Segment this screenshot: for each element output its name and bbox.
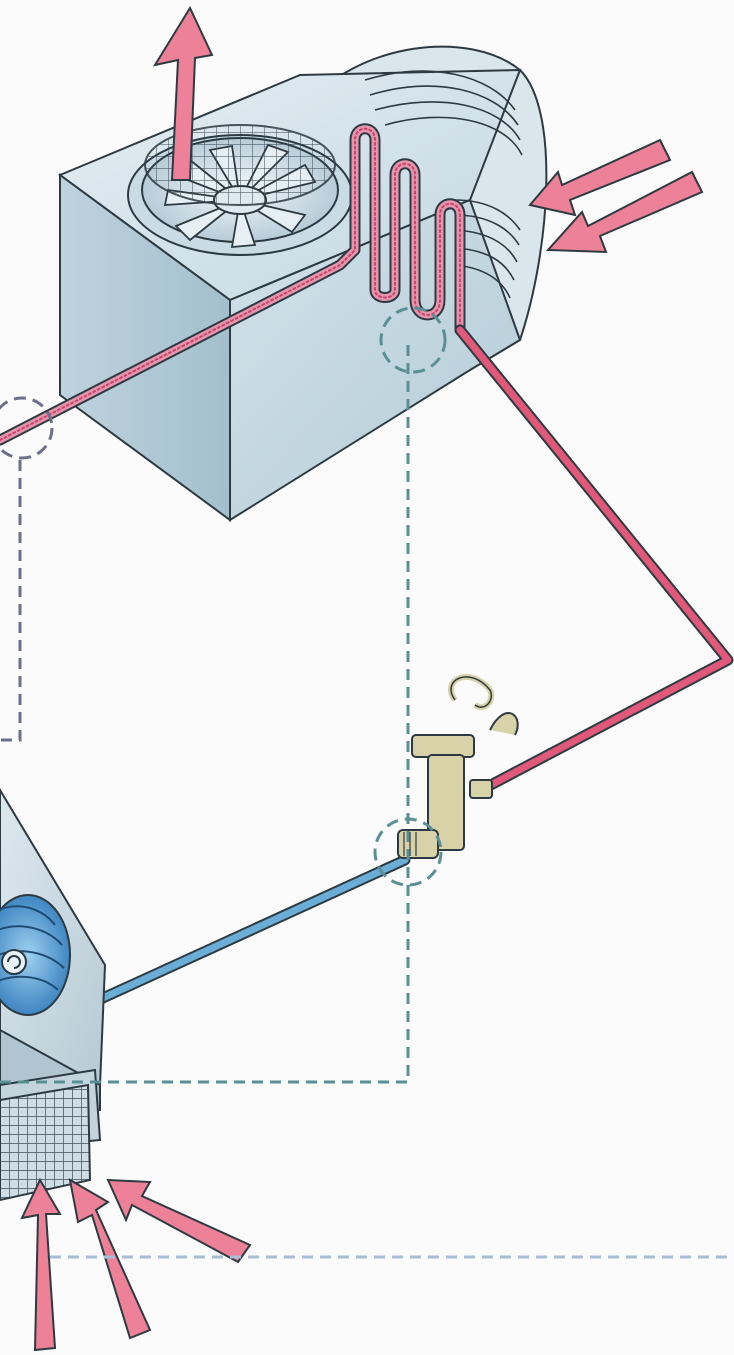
condenser-coil <box>0 123 466 446</box>
condenser-fan <box>127 124 353 256</box>
detail-connectors <box>0 345 734 1259</box>
condenser-intake-arrows <box>528 138 704 254</box>
detail-marker-condenser-coil <box>379 306 447 374</box>
liquid-line <box>454 324 734 794</box>
evaporator-blower <box>0 894 71 1016</box>
detail-marker-expansion-valve <box>373 817 443 887</box>
air-filter-grille <box>0 1083 92 1202</box>
evaporator-intake-arrows <box>20 1177 252 1352</box>
expansion-valve <box>397 673 519 859</box>
exhaust-air-arrow <box>152 5 214 181</box>
detail-marker-hot-gas-line <box>0 396 54 460</box>
